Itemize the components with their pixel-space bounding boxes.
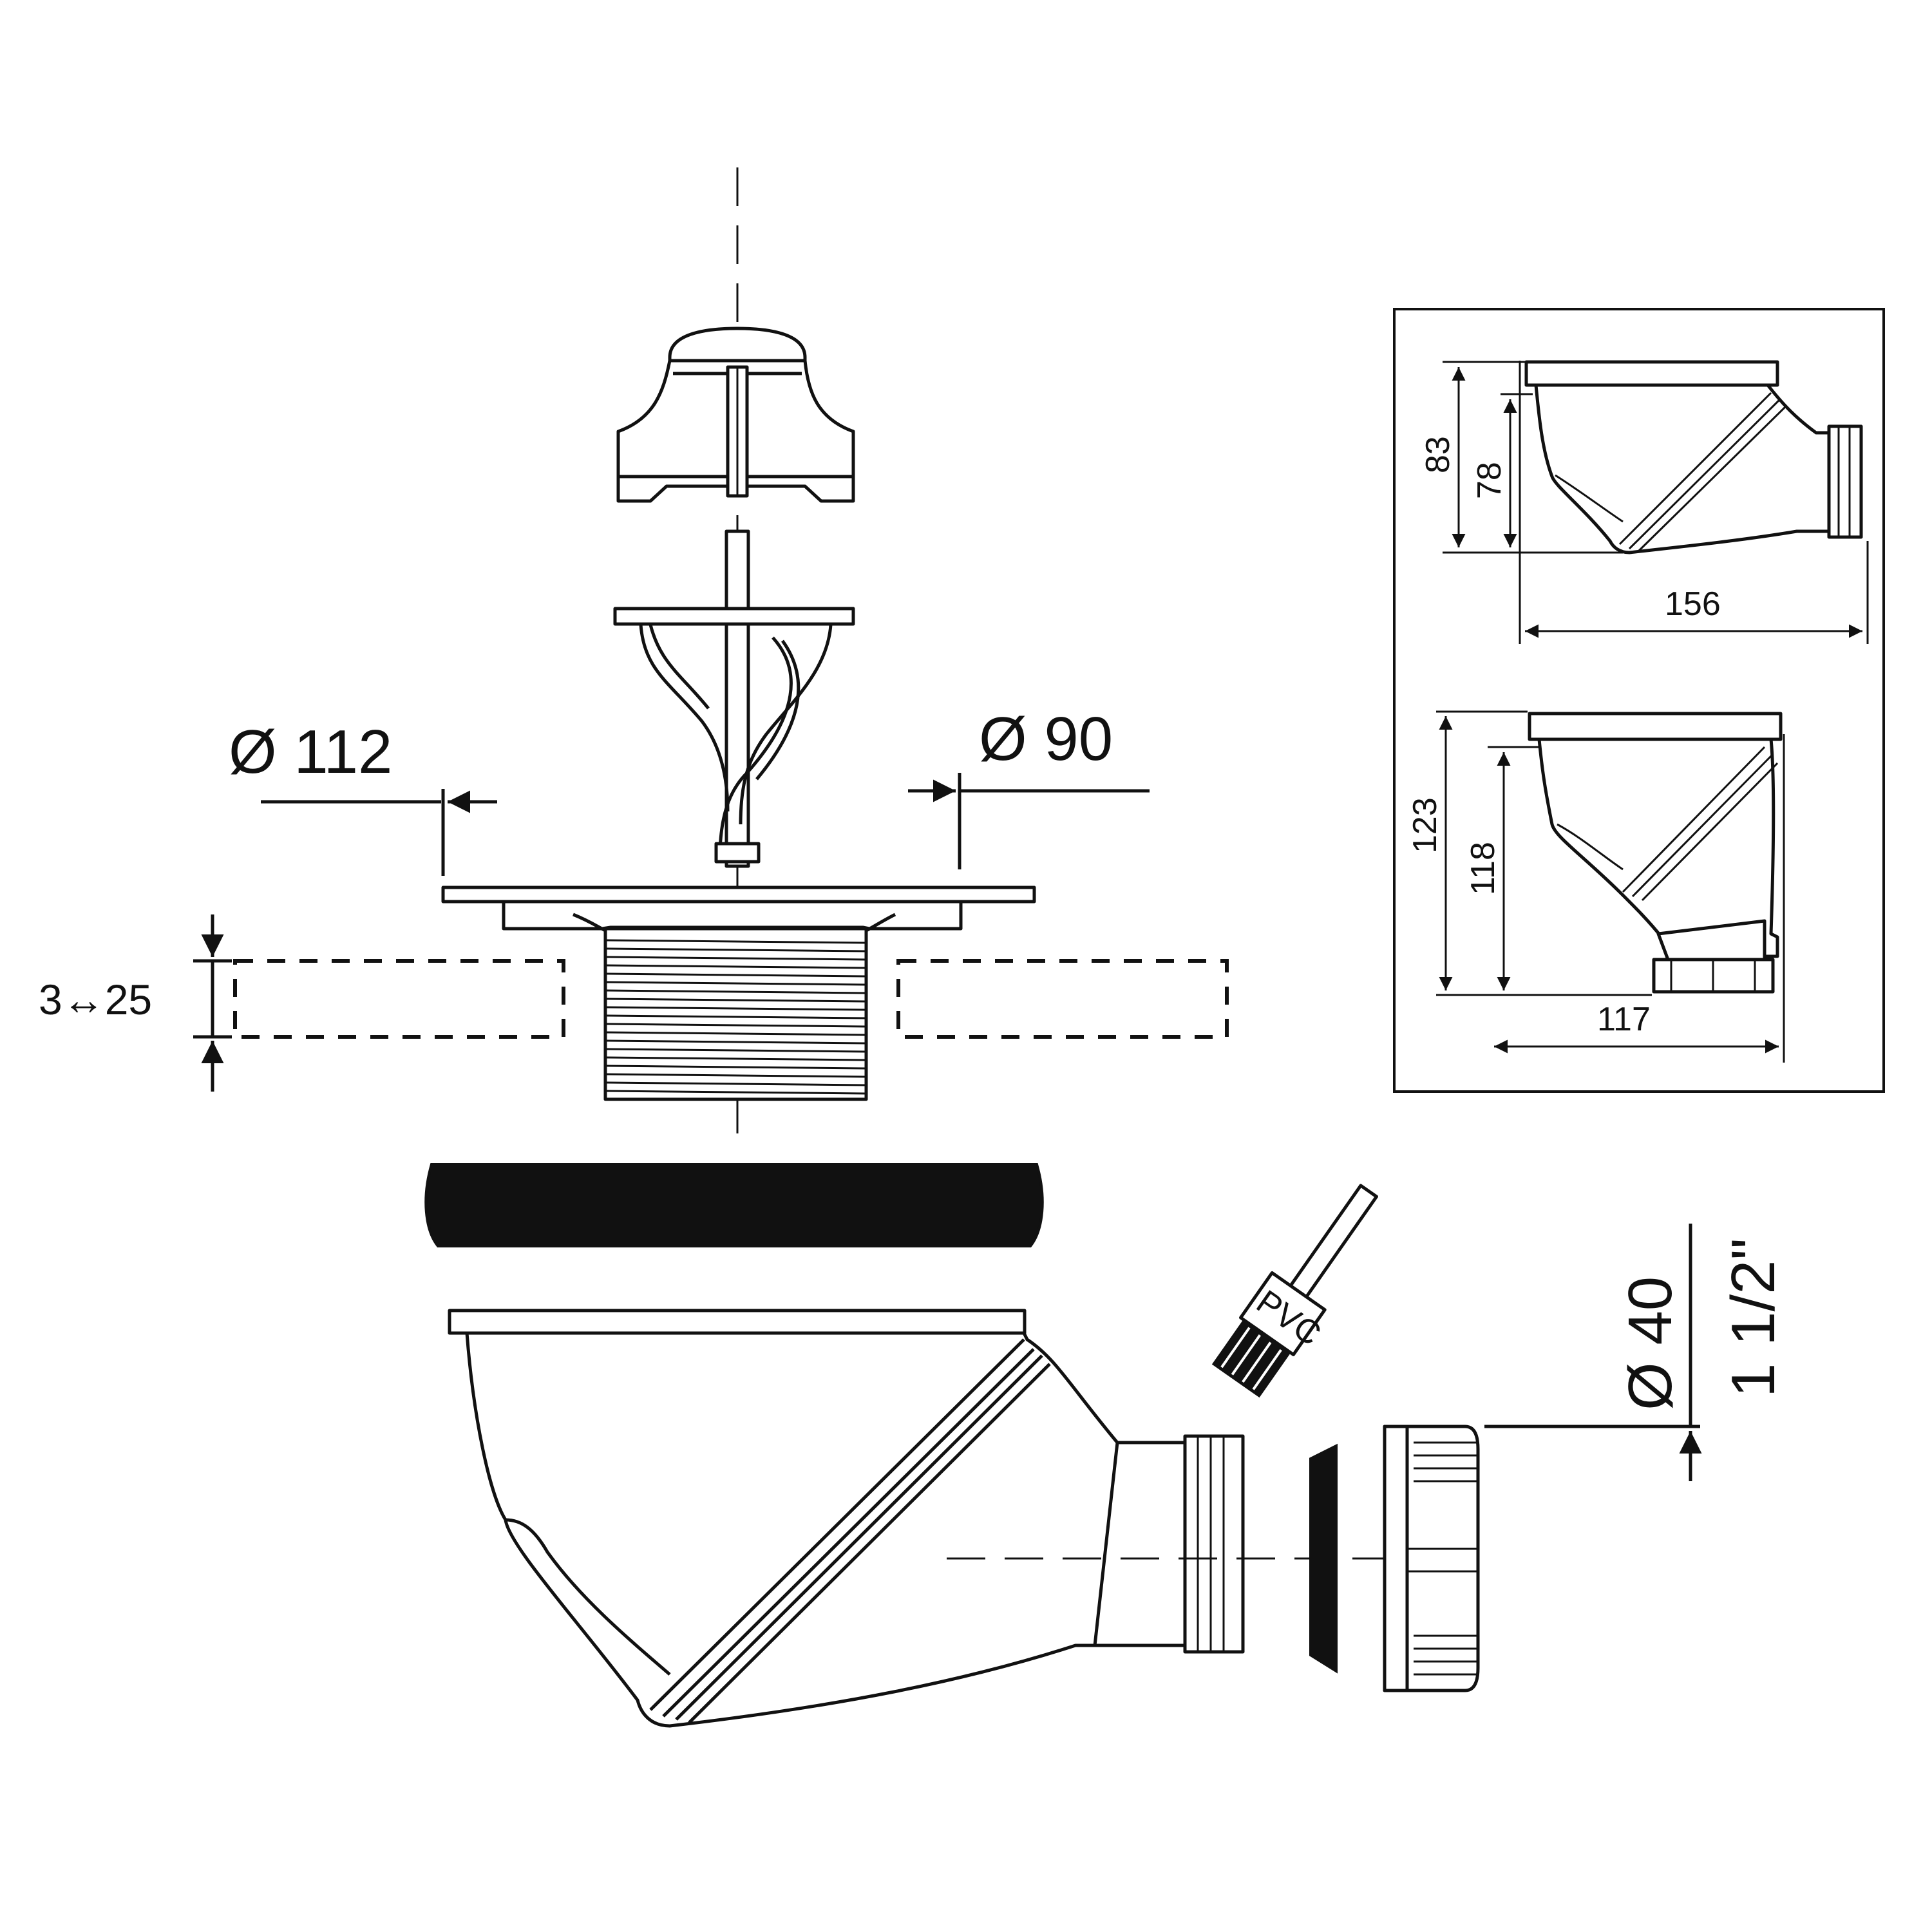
- dim-outlet-thread-text: 1 1/2": [1719, 1238, 1788, 1397]
- thread-line: [606, 1065, 866, 1070]
- thread-line: [606, 947, 866, 952]
- thread-line: [606, 1023, 866, 1028]
- thread-line: [606, 964, 866, 969]
- side-view-width: 156: [1665, 585, 1721, 623]
- waste-body: [441, 886, 1036, 1101]
- thread-line: [606, 939, 866, 944]
- strainer-spindle: [613, 529, 855, 868]
- thread-line: [606, 1014, 866, 1019]
- thread-line: [606, 956, 866, 961]
- dim-body-diameter-text: Ø 90: [979, 705, 1113, 773]
- thread-line: [606, 1006, 866, 1011]
- thread-line: [606, 1090, 866, 1095]
- thread-line: [606, 981, 866, 986]
- thread-line: [606, 972, 866, 978]
- dim-outlet-diameter: Ø 40 1 1/2": [1484, 1224, 1788, 1481]
- side-view-height-inner: 78: [1471, 462, 1508, 499]
- side-outlet-view: 83 78 156: [1419, 360, 1869, 644]
- trap-body: [448, 1309, 1245, 1728]
- cone-washer: [1309, 1443, 1338, 1674]
- dim-thickness-text: 3↔25: [39, 976, 152, 1023]
- thread-line: [606, 989, 866, 994]
- thread-lines: [606, 939, 866, 1095]
- thread-line: [606, 1031, 866, 1036]
- stopper-cap: [616, 327, 855, 503]
- dim-thickness: 3↔25: [39, 914, 232, 1092]
- bottom-view-height-inner: 118: [1464, 842, 1502, 895]
- dim-outlet-diameter-text: Ø 40: [1616, 1276, 1685, 1410]
- coupling-nut: [1383, 1425, 1480, 1692]
- sink-surface: [233, 959, 1229, 1039]
- bottom-view-width: 117: [1597, 1001, 1651, 1038]
- thread-line: [606, 1056, 866, 1061]
- dim-flange-diameter-text: Ø 112: [229, 717, 392, 786]
- thread-line: [606, 1073, 866, 1078]
- dim-flange-diameter: Ø 112: [229, 717, 497, 876]
- bottom-view-height-total: 123: [1406, 797, 1444, 853]
- thread-line: [606, 998, 866, 1003]
- thread-line: [606, 1039, 866, 1045]
- dim-body-diameter: Ø 90: [908, 705, 1150, 869]
- thread-line: [606, 1048, 866, 1053]
- main-exploded-view: Ø 112 Ø 90 3↔25: [39, 167, 1788, 1728]
- side-view-height-total: 83: [1419, 436, 1457, 473]
- bottom-outlet-view: 123 118 117: [1406, 710, 1785, 1063]
- rubber-gasket: [424, 1163, 1044, 1247]
- pvc-brush: PVC: [1211, 1184, 1378, 1398]
- thread-line: [606, 1081, 866, 1086]
